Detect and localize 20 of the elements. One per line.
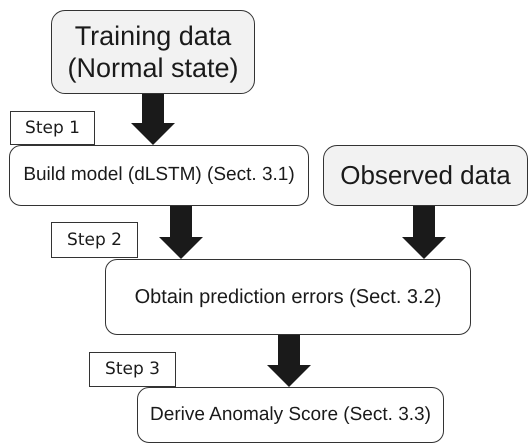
step-tag bbox=[10, 111, 95, 145]
box-label: Training data (Normal state) bbox=[66, 20, 240, 84]
step-label: Step 2 bbox=[67, 230, 122, 250]
process-box bbox=[137, 387, 444, 443]
box-label: Build model (dLSTM) (Sect. 3.1) bbox=[23, 164, 295, 187]
data-box bbox=[51, 10, 255, 94]
data-box bbox=[323, 145, 528, 206]
step-label: Step 3 bbox=[105, 359, 160, 380]
step-label: Step 1 bbox=[25, 118, 80, 138]
arrow bbox=[267, 335, 311, 387]
arrow bbox=[131, 94, 175, 145]
arrow bbox=[159, 206, 203, 259]
box-label: Obtain prediction errors (Sect. 3.2) bbox=[134, 285, 442, 309]
step-tag bbox=[51, 222, 138, 258]
process-box bbox=[105, 259, 471, 335]
arrow bbox=[402, 206, 446, 259]
step-tag bbox=[89, 352, 176, 387]
box-label: Derive Anomaly Score (Sect. 3.3) bbox=[150, 404, 431, 426]
box-label: Observed data bbox=[340, 160, 511, 192]
process-box bbox=[9, 145, 309, 206]
